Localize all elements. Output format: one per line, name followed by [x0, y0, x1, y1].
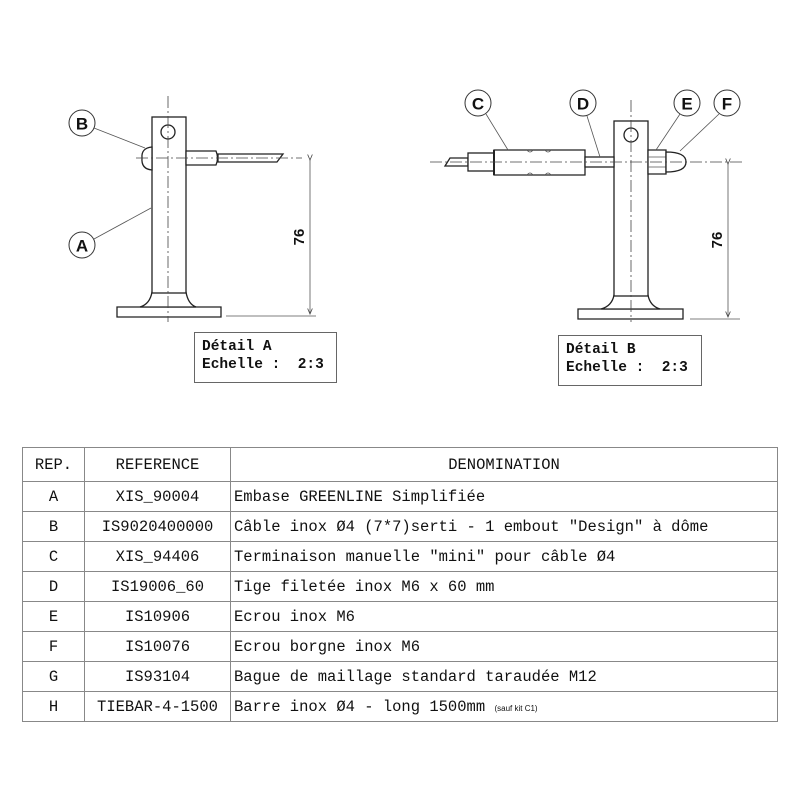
detail-a-scale: Echelle : 2:3 — [202, 357, 324, 373]
detail-a-caption: Détail A Echelle : 2:3 — [194, 332, 337, 383]
bubble-f: F — [722, 95, 732, 114]
reference-cell: TIEBAR-4-1500 — [84, 691, 231, 722]
reference-cell: IS93104 — [84, 661, 231, 692]
dimension-label: 76 — [291, 229, 308, 246]
denomination-cell: Ecrou borgne inox M6 — [230, 631, 778, 662]
detail-b-drawing: 76 C D E F — [430, 89, 742, 322]
rep-cell: B — [22, 511, 85, 542]
post — [151, 116, 187, 294]
bubble-a: A — [76, 237, 88, 256]
dimension-label: 76 — [709, 232, 726, 249]
rep-cell: H — [22, 691, 85, 722]
header-reference: REFERENCE — [84, 447, 231, 482]
technical-drawing: 76 B A 76 C D E F — [68, 89, 742, 322]
denomination-cell: Câble inox Ø4 (7*7)serti - 1 embout "Des… — [230, 511, 778, 542]
rep-cell: C — [22, 541, 85, 572]
header-rep: REP. — [22, 447, 85, 482]
base-plate — [577, 308, 684, 320]
rep-cell: G — [22, 661, 85, 692]
denomination-cell: Embase GREENLINE Simplifiée — [230, 481, 778, 512]
denomination-text: Barre inox Ø4 - long 1500mm — [234, 697, 486, 716]
dome-end — [141, 146, 153, 171]
bubble-d: D — [577, 95, 589, 114]
cable — [217, 153, 285, 163]
rep-cell: D — [22, 571, 85, 602]
reference-cell: IS9020400000 — [84, 511, 231, 542]
bubble-b: B — [76, 115, 88, 134]
reference-cell: XIS_90004 — [84, 481, 231, 512]
termination-body — [493, 149, 586, 176]
detail-b-title: Détail B — [566, 342, 636, 358]
bubble-e: E — [681, 95, 692, 114]
table-header-row: REP. REFERENCE DENOMINATION — [22, 447, 778, 482]
rep-cell: F — [22, 631, 85, 662]
base-flare — [600, 294, 661, 310]
detail-b-caption: Détail B Echelle : 2:3 — [558, 335, 702, 386]
reference-cell: IS10906 — [84, 601, 231, 632]
denomination-cell: Ecrou inox M6 — [230, 601, 778, 632]
denomination-note: (sauf kit C1) — [494, 703, 538, 713]
denomination-cell: Tige filetée inox M6 x 60 mm — [230, 571, 778, 602]
rep-cell: A — [22, 481, 85, 512]
denomination-cell: Terminaison manuelle "mini" pour câble Ø… — [230, 541, 778, 572]
denomination-cell: Bague de maillage standard taraudée M12 — [230, 661, 778, 692]
denomination-cell: Barre inox Ø4 - long 1500mm (sauf kit C1… — [230, 691, 778, 722]
rep-cell: E — [22, 601, 85, 632]
base-plate — [116, 306, 222, 318]
detail-a-drawing: 76 B A — [68, 96, 316, 322]
detail-b-scale: Echelle : 2:3 — [566, 360, 688, 376]
reference-cell: IS10076 — [84, 631, 231, 662]
reference-cell: XIS_94406 — [84, 541, 231, 572]
bubble-c: C — [472, 95, 484, 114]
detail-a-title: Détail A — [202, 339, 272, 355]
reference-cell: IS19006_60 — [84, 571, 231, 602]
header-denomination: DENOMINATION — [230, 447, 778, 482]
